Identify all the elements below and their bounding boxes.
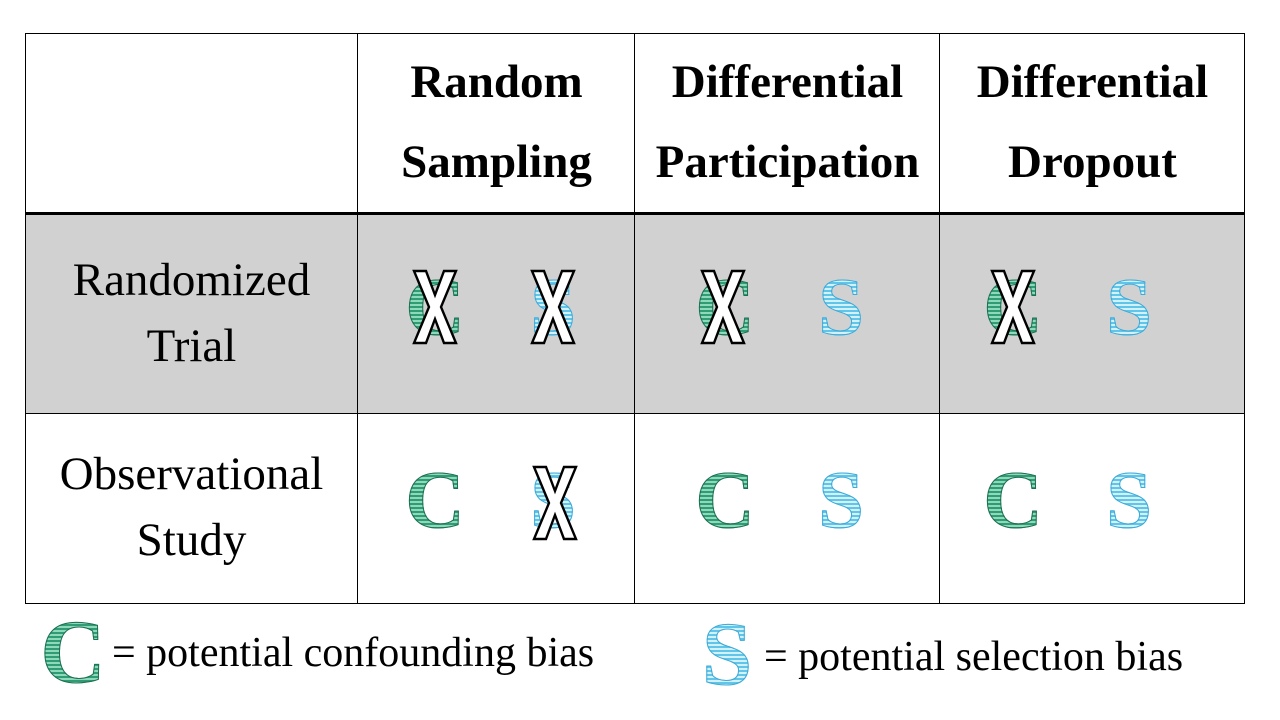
selection-letter-icon: S [806,455,876,545]
selection-letter-icon: S [1094,455,1164,545]
table-border-left [25,33,26,604]
selection-glyph: S [1106,454,1153,545]
table-header-divider [25,212,1245,215]
header-line-2: Participation [655,136,920,188]
cross-mark-icon [532,465,578,541]
legend-confounding-letter-icon: C [38,603,108,702]
header-line-1: Differential [976,56,1209,109]
selection-glyph: S [1106,261,1153,352]
confounding-glyph: C [695,454,755,545]
table-column-divider [939,33,940,604]
header-line-2: Dropout [1008,136,1177,188]
row-label-line-2: Trial [146,319,237,372]
confounding-letter-icon: C [690,455,760,545]
table-row-divider [25,413,1245,414]
legend-selection-text: = potential selection bias [764,634,1184,680]
selection-letter-icon: S [1094,262,1164,352]
table-border-right [1244,33,1245,604]
table-column-divider [634,33,635,604]
selection-glyph: S [701,605,753,704]
cross-mark-icon [412,269,458,345]
confounding-glyph: C [983,454,1043,545]
cross-mark-icon [990,269,1036,345]
row-label-line-1: Observational [59,448,324,501]
selection-glyph: S [818,454,865,545]
selection-letter-icon: S [806,262,876,352]
table-border-top [25,33,1245,34]
table-border-bottom [25,603,1245,604]
table-column-divider [357,33,358,604]
cross-mark-icon [700,269,746,345]
selection-glyph: S [818,261,865,352]
legend-confounding-text: = potential confounding bias [112,630,595,676]
row-label-line-1: Randomized [72,253,311,306]
header-line-1: Random [410,56,583,109]
confounding-letter-icon: C [978,455,1048,545]
row-label-line-2: Study [136,514,247,566]
confounding-letter-icon: C [400,455,470,545]
confounding-glyph: C [405,454,465,545]
row-randomized-trial-background [25,214,1245,413]
header-line-1: Differential [671,56,904,109]
cross-mark-icon [530,269,576,345]
confounding-glyph: C [40,603,106,702]
legend-selection-letter-icon: S [692,605,762,704]
header-line-2: Sampling [401,136,592,188]
